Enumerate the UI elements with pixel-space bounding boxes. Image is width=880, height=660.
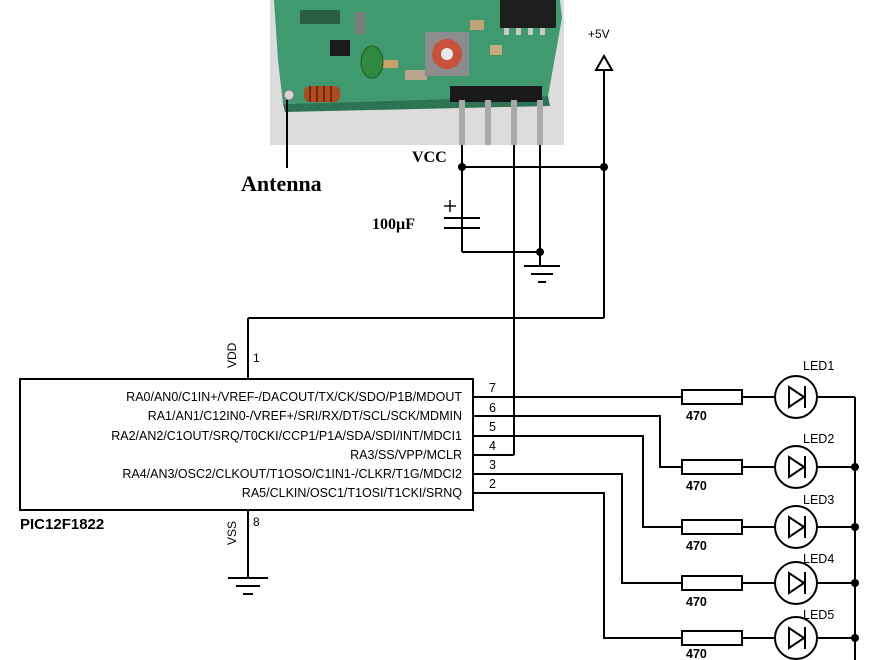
resistor-symbol [681, 519, 743, 535]
junction-dot [851, 523, 859, 531]
pin-number-5: 5 [489, 420, 496, 434]
vcc-label: VCC [412, 149, 447, 166]
vss-pin-number: 8 [253, 515, 260, 529]
resistor-symbol [681, 459, 743, 475]
pin-number-6: 6 [489, 401, 496, 415]
ground-icon [228, 577, 268, 595]
resistor-value: 470 [686, 409, 707, 423]
resistor-symbol [681, 630, 743, 646]
supply-arrow-icon [594, 53, 614, 71]
led-row-5: 470 LED5 [681, 608, 855, 660]
resistor-value: 470 [686, 539, 707, 553]
resistor-value: 470 [686, 647, 707, 660]
pin-label-ra1: RA1/AN1/C12IN0-/VREF+/SRI/RX/DT/SCL/SCK/… [148, 409, 462, 423]
resistor-symbol [681, 575, 743, 591]
supply-label: +5V [588, 27, 610, 41]
led-label: LED4 [803, 552, 834, 566]
vdd-pin-number: 1 [253, 351, 260, 365]
led-row-4: 470 LED4 [681, 552, 855, 609]
led-label: LED3 [803, 493, 834, 507]
junction-dot [458, 163, 466, 171]
ground-icon [524, 265, 560, 283]
pin-number-7: 7 [489, 381, 496, 395]
pin-label-ra2: RA2/AN2/C1OUT/SRQ/T0CKI/CCP1/P1A/SDA/SDI… [111, 429, 462, 443]
pin-label-ra3: RA3/SS/VPP/MCLR [350, 448, 462, 462]
led-row-2: 470 LED2 [681, 432, 855, 493]
capacitor-label: 100µF [372, 216, 415, 233]
vdd-label: VDD [225, 342, 239, 368]
pin-number-3: 3 [489, 458, 496, 472]
pin-number-4: 4 [489, 439, 496, 453]
resistor-value: 470 [686, 479, 707, 493]
junction-dot [851, 463, 859, 471]
led-label: LED2 [803, 432, 834, 446]
led-row-3: 470 LED3 [681, 493, 855, 553]
rf-receiver-module-photo [270, 0, 564, 145]
junction-dot [536, 248, 544, 256]
mcu-body [19, 378, 474, 511]
vss-label: VSS [225, 521, 239, 545]
led-label: LED1 [803, 359, 834, 373]
mcu-part-number: PIC12F1822 [20, 516, 104, 533]
pin-label-ra0: RA0/AN0/C1IN+/VREF-/DACOUT/TX/CK/SDO/P1B… [126, 390, 462, 404]
pin-label-ra4: RA4/AN3/OSC2/CLKOUT/T1OSO/C1IN1-/CLKR/T1… [122, 467, 462, 481]
led-output-wires [473, 396, 682, 639]
pin-number-2: 2 [489, 477, 496, 491]
tuning-coil-icon [425, 32, 469, 76]
junction-dot [851, 579, 859, 587]
resistor-value: 470 [686, 595, 707, 609]
coil-inductor-icon [304, 86, 340, 102]
junction-dot [851, 634, 859, 642]
pin-label-ra5: RA5/CLKIN/OSC1/T1OSI/T1CKI/SRNQ [242, 486, 462, 500]
antenna-label: Antenna [241, 171, 322, 196]
led-row-1: 470 LED1 [681, 359, 855, 423]
module-header-pins [450, 86, 543, 145]
led-label: LED5 [803, 608, 834, 622]
resistor-symbol [681, 389, 743, 405]
